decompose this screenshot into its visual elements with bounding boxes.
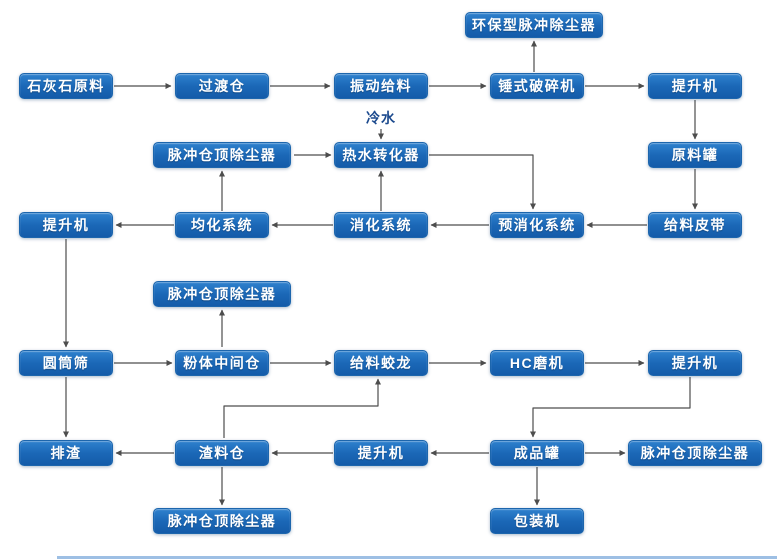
node-feeding-screw: 给料蛟龙 (334, 350, 428, 376)
node-pulse-bin-top-dust-collector-2: 脉冲仓顶除尘器 (153, 281, 291, 307)
node-homogenization-system: 均化系统 (175, 212, 269, 238)
flow-arrow-slag-bin-to-feeding-screw (223, 378, 381, 438)
node-pulse-bin-top-dust-collector-4: 脉冲仓顶除尘器 (153, 508, 291, 534)
node-slag-bin: 渣料仓 (175, 440, 269, 466)
flow-arrow-hot-water-converter-to-pre-digestion-system (429, 154, 536, 210)
node-pulse-bin-top-dust-collector-3: 脉冲仓顶除尘器 (628, 440, 762, 466)
node-transition-bin: 过渡仓 (175, 73, 269, 99)
node-feeding-belt: 给料皮带 (648, 212, 742, 238)
node-digestion-system: 消化系统 (334, 212, 428, 238)
node-vibrating-feeder: 振动给料 (334, 73, 428, 99)
node-pre-digestion-system: 预消化系统 (490, 212, 584, 238)
node-hammer-crusher: 锤式破碎机 (490, 73, 584, 99)
node-hot-water-converter: 热水转化器 (334, 142, 428, 168)
node-slag-discharge: 排渣 (19, 440, 113, 466)
node-raw-material-tank: 原料罐 (648, 142, 742, 168)
flow-arrow-bucket-elevator-3-to-finished-product-tank (530, 377, 691, 438)
node-bucket-elevator-4: 提升机 (334, 440, 428, 466)
node-powder-intermediate-bin: 粉体中间仓 (175, 350, 269, 376)
node-bucket-elevator-1: 提升机 (648, 73, 742, 99)
node-bucket-elevator-2: 提升机 (19, 212, 113, 238)
node-hc-mill: HC磨机 (490, 350, 584, 376)
node-finished-product-tank: 成品罐 (490, 440, 584, 466)
label-cold-water: 冷水 (366, 110, 396, 126)
node-drum-screen: 圆筒筛 (19, 350, 113, 376)
node-packing-machine: 包装机 (490, 508, 584, 534)
bottom-crop-line (57, 556, 777, 559)
node-pulse-bin-top-dust-collector-1: 脉冲仓顶除尘器 (153, 142, 291, 168)
node-bucket-elevator-3: 提升机 (648, 350, 742, 376)
node-limestone-raw-material: 石灰石原料 (19, 73, 113, 99)
node-eco-pulse-dust-collector: 环保型脉冲除尘器 (465, 12, 603, 38)
